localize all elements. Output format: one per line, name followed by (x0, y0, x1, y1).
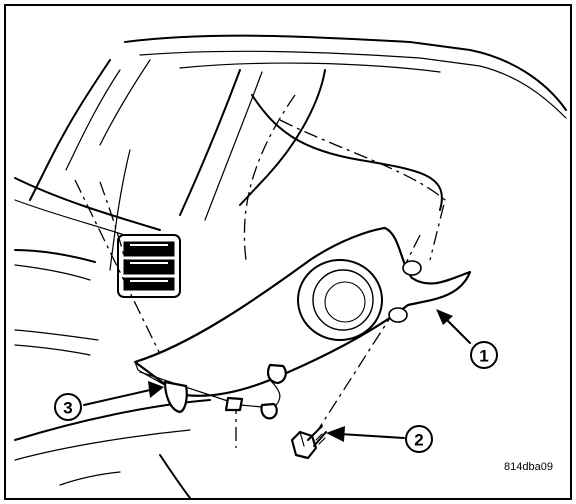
vehicle-body (14, 34, 567, 499)
callout-1-label: 1 (479, 347, 488, 366)
screw-fastener (290, 425, 327, 460)
figure-code: 814dba09 (504, 461, 553, 473)
figure-border (4, 4, 572, 500)
callout-2-label: 2 (414, 431, 423, 450)
callout-2: 2 (405, 425, 433, 453)
a-pillar-trim-panel (133, 226, 472, 420)
callout-3-label: 3 (63, 399, 72, 418)
callout-1: 1 (470, 341, 498, 369)
callout-3: 3 (54, 393, 82, 421)
leader-arrows (83, 309, 471, 442)
